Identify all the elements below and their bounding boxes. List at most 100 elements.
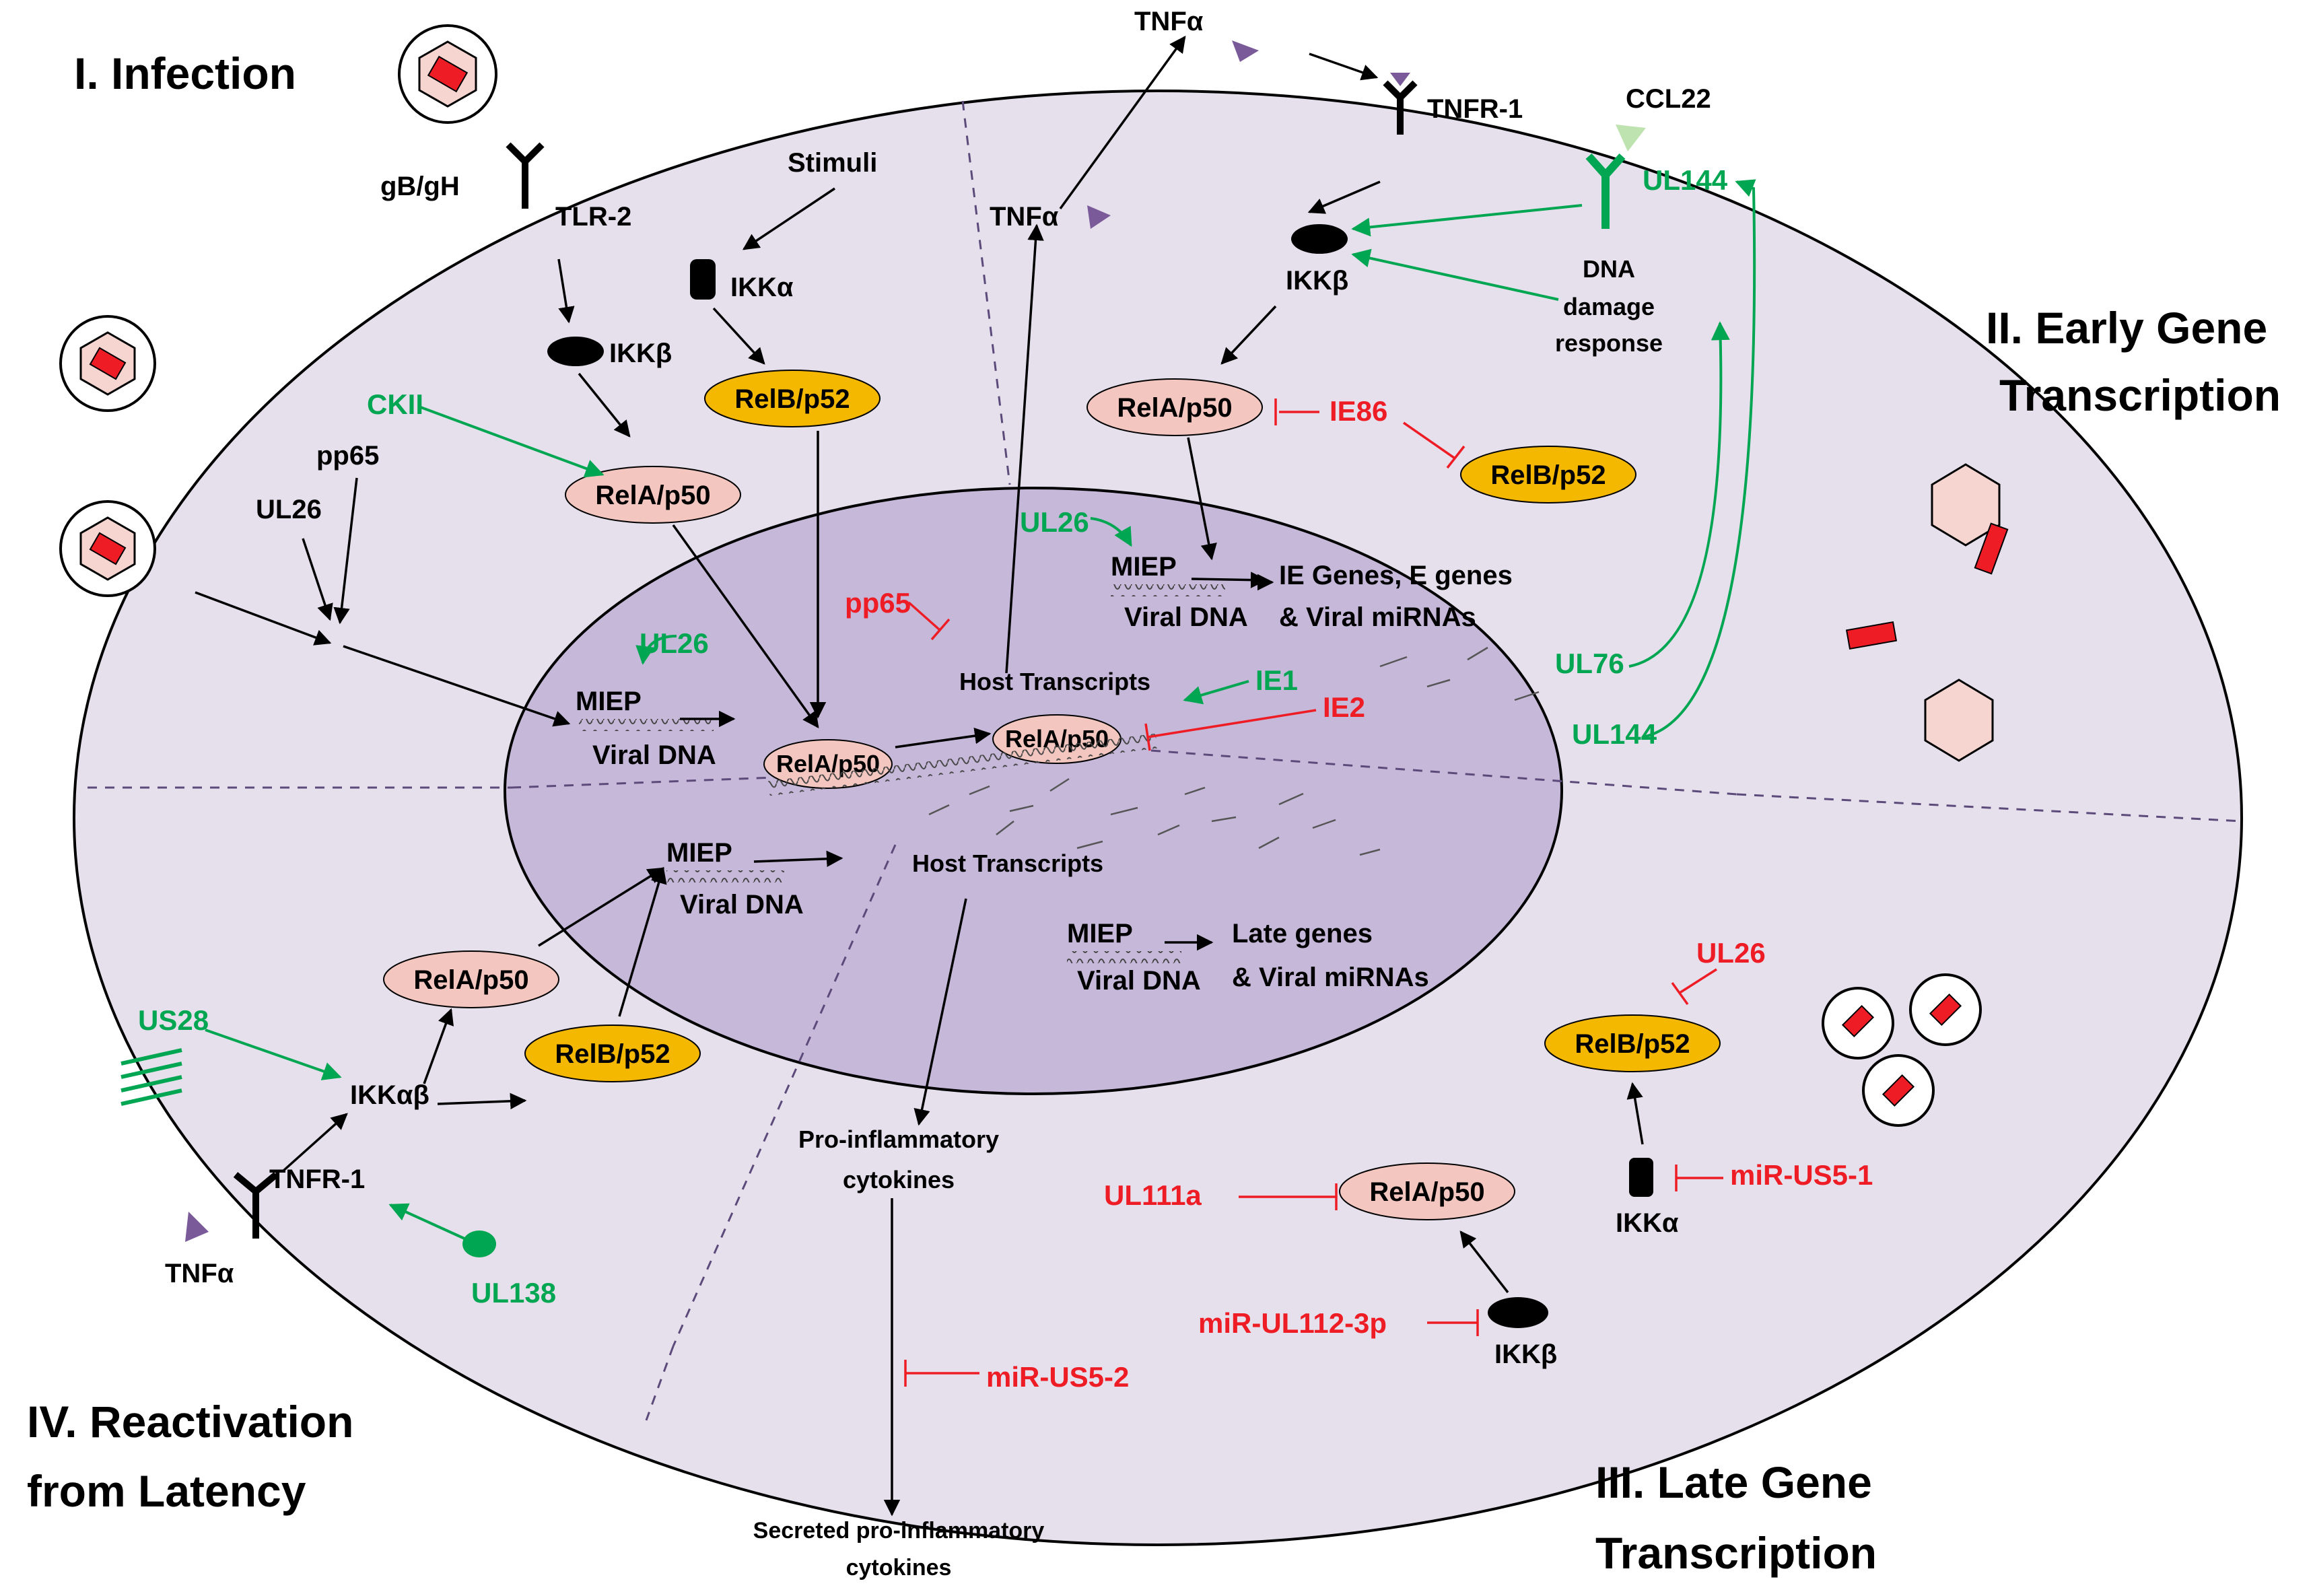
title-react-2: from Latency [27,1466,306,1516]
label-host-transcripts-lower: Host Transcripts [912,849,1103,877]
label-ul144-mid: UL144 [1572,718,1657,750]
svg-text:RelA/p50: RelA/p50 [1369,1177,1484,1207]
nucleus [504,487,1563,1095]
label-ul26-nucleus: UL26 [640,627,709,659]
ikka-infection-icon [690,259,716,300]
label-ie1: IE1 [1255,664,1298,696]
label-tnfr1-top: TNFR-1 [1427,94,1523,124]
label-stimuli: Stimuli [788,148,877,178]
label-ikkb-late: IKKβ [1494,1340,1557,1369]
label-viral-dna-react: Viral DNA [680,890,804,920]
ikkb-late-icon [1488,1297,1548,1328]
ikkb-early-icon [1291,224,1348,254]
transcript-dashes [928,646,1540,856]
title-early-1: II. Early Gene [1986,303,2267,353]
svg-text:RelA/p50: RelA/p50 [1117,393,1232,423]
label-us28: US28 [138,1004,209,1036]
label-ie2: IE2 [1323,691,1365,723]
tnfa-triangle-bottom-icon [185,1212,209,1242]
label-pp65-cyto: pp65 [316,441,379,471]
red-inhibitors [904,398,1723,1387]
svg-text:RelB/p52: RelB/p52 [734,384,850,414]
label-mir-us5-2: miR-US5-2 [986,1361,1129,1393]
label-dna-3: response [1555,329,1663,357]
ikkb-infection-icon [547,337,604,366]
viral-dna-late-wave [1067,951,1181,963]
label-ikkb-early: IKKβ [1286,266,1348,296]
label-mir-ul112: miR-UL112-3p [1198,1307,1387,1339]
viral-dna-early-wave [1111,584,1225,596]
us28-receptor-icon [120,1048,182,1106]
label-ul26-early: UL26 [1020,506,1089,538]
title-infection: I. Infection [74,48,296,98]
label-ul76: UL76 [1555,648,1624,679]
title-late-2: Transcription [1595,1528,1877,1578]
label-ie-genes-1: IE Genes, E genes [1279,561,1513,590]
label-gb-gh: gB/gH [380,172,460,201]
label-pp65-red: pp65 [845,587,911,619]
label-host-transcripts-upper: Host Transcripts [959,668,1150,695]
label-ul144-top: UL144 [1643,164,1728,196]
ikka-late-icon [1629,1158,1653,1197]
tnfa-triangle-top-icon [1232,40,1259,62]
label-ikka-late: IKKα [1616,1208,1679,1238]
svg-text:RelB/p52: RelB/p52 [1575,1029,1690,1059]
ul144-receptor-icon [1585,153,1626,229]
svg-text:RelA/p50: RelA/p50 [595,481,710,510]
tnfr1-bottom-icon [233,1172,279,1239]
virion-left-lower-icon [59,500,156,597]
relb-p52-late: RelB/p52 [1544,1014,1721,1072]
rela-p50-reactivation: RelA/p50 [383,950,559,1008]
host-dna-strand-wave [767,733,1158,796]
label-secreted-2: cytokines [846,1555,952,1581]
title-early-2: Transcription [1999,370,2281,420]
label-dna-1: DNA [1583,255,1635,283]
title-react-1: IV. Reactivation [27,1397,353,1447]
label-late-genes-1: Late genes [1232,919,1373,948]
viral-dna-react-wave [666,870,784,882]
label-ul111a: UL111a [1104,1179,1202,1211]
rela-p50-infection: RelA/p50 [565,466,741,524]
label-tlr2: TLR-2 [555,202,631,232]
relb-p52-early: RelB/p52 [1460,446,1636,504]
virion-left-upper-icon [59,315,156,412]
label-ikkb-infection: IKKβ [609,339,672,368]
svg-text:RelB/p52: RelB/p52 [1490,460,1606,490]
tlr2-receptor-icon [506,142,545,209]
label-ul26-late: UL26 [1696,937,1766,969]
label-ie86: IE86 [1330,395,1387,427]
divider-bottom [672,844,897,1347]
label-dna-2: damage [1563,293,1655,320]
divider-right [1736,793,2242,823]
ccl22-triangle-icon [1616,125,1646,151]
label-proinf-1: Pro-inflammatory [798,1125,999,1153]
divider-top [961,100,1011,485]
label-miep-react: MIEP [666,838,732,868]
label-ckii: CKII [367,388,423,420]
label-miep-infection: MIEP [576,687,642,716]
virion-cluster-late-icon [1822,973,1982,1127]
tnfa-triangle-receptor-icon [1390,73,1410,86]
label-ul26-cyto: UL26 [256,495,322,524]
rela-p50-early: RelA/p50 [1086,378,1263,436]
relb-p52-infection: RelB/p52 [704,370,881,427]
virion-top-icon [398,24,497,124]
label-tnfa-cell: TNFα [990,202,1059,232]
label-ccl22: CCL22 [1626,84,1711,114]
rela-p50-late: RelA/p50 [1339,1163,1515,1220]
svg-text:RelB/p52: RelB/p52 [555,1039,670,1069]
label-viral-dna-infection: Viral DNA [592,740,716,770]
label-viral-dna-early: Viral DNA [1124,602,1248,632]
label-ul138: UL138 [471,1277,556,1309]
label-ikkab: IKKαβ [350,1080,429,1110]
label-secreted-1: Secreted pro-inflammatory [753,1518,1045,1543]
relb-p52-reactivation: RelB/p52 [524,1025,701,1082]
ul138-dot-icon [462,1230,496,1257]
svg-text:RelA/p50: RelA/p50 [413,965,528,995]
capsid-cluster-right-icon [1845,463,2009,762]
label-miep-early: MIEP [1111,552,1177,582]
label-mir-us5-1: miR-US5-1 [1730,1159,1873,1191]
label-ikka-infection: IKKα [730,273,794,302]
